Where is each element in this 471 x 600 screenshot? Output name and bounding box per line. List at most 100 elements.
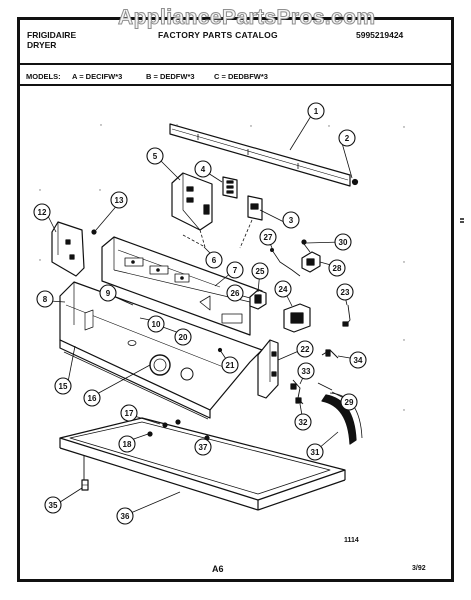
callout-number: 23: [341, 288, 350, 297]
part-clip-right: [321, 349, 339, 359]
part-back-panel: [169, 123, 351, 187]
product-type: DRYER: [27, 40, 57, 50]
page-number: A6: [212, 564, 224, 574]
catalog-part-number: 5995219424: [356, 30, 404, 40]
callout-33: 33: [297, 362, 315, 380]
part-terminal-block: [290, 379, 333, 405]
callout-7: 7: [226, 261, 244, 279]
callout-number: 37: [199, 443, 208, 452]
callout-4: 4: [194, 160, 212, 178]
revision-date: 3/92: [412, 565, 426, 572]
callout-layer: 1234567891012131516171820212223242526272…: [33, 102, 367, 525]
callout-number: 2: [345, 134, 350, 143]
callout-number: 27: [264, 233, 273, 242]
callout-1: 1: [307, 102, 325, 120]
callout-15: 15: [54, 377, 72, 395]
callout-2: 2: [338, 129, 356, 147]
callout-number: 10: [152, 320, 161, 329]
part-terminal: [342, 304, 351, 327]
callout-9: 9: [99, 284, 117, 302]
callout-number: 30: [339, 238, 348, 247]
callout-number: 15: [59, 382, 68, 391]
callout-number: 29: [345, 398, 354, 407]
part-screw: [351, 178, 359, 186]
part-cabinet-top: [59, 417, 346, 511]
catalog-title: FACTORY PARTS CATALOG: [158, 30, 278, 40]
callout-number: 35: [49, 501, 58, 510]
models-label: MODELS:: [26, 72, 61, 81]
page-frame: [17, 17, 454, 582]
callout-number: 12: [38, 208, 47, 217]
callout-number: 36: [121, 512, 130, 521]
edge-marks: [460, 218, 464, 223]
part-switch-housing: [171, 172, 213, 231]
callout-20: 20: [174, 328, 192, 346]
callout-36: 36: [116, 507, 134, 525]
part-side-bracket: [51, 221, 85, 277]
callout-number: 28: [333, 264, 342, 273]
watermark-text: AppliancePartsPros.com: [117, 6, 376, 30]
callout-number: 4: [201, 165, 206, 174]
callout-number: 3: [289, 216, 294, 225]
brand-name: FRIGIDAIRE: [27, 30, 77, 40]
callout-22: 22: [296, 340, 314, 358]
part-plug: [249, 289, 267, 310]
part-buzzer: [301, 239, 321, 273]
part-end-cap: [257, 339, 279, 399]
callout-3: 3: [282, 211, 300, 229]
callout-number: 18: [123, 440, 132, 449]
callout-number: 8: [43, 295, 48, 304]
callout-24: 24: [274, 280, 292, 298]
callout-5: 5: [146, 147, 164, 165]
figure-code: 1114: [344, 537, 359, 544]
part-foot: [81, 479, 89, 491]
callout-18: 18: [118, 435, 136, 453]
callout-6: 6: [205, 251, 223, 269]
callout-number: 9: [106, 289, 111, 298]
callout-number: 33: [302, 367, 311, 376]
callout-number: 22: [301, 345, 310, 354]
model-c: C = DEDBFW*3: [214, 72, 268, 81]
part-clip: [91, 229, 97, 235]
scan-speckles: [39, 124, 405, 411]
callout-23: 23: [336, 283, 354, 301]
callout-number: 5: [153, 152, 158, 161]
model-b: B = DEDFW*3: [146, 72, 195, 81]
callout-10: 10: [147, 315, 165, 333]
callout-34: 34: [349, 351, 367, 369]
callout-12: 12: [33, 203, 51, 221]
callout-number: 25: [256, 267, 265, 276]
part-switch-block: [222, 176, 238, 199]
model-a: A = DECIFW*3: [72, 72, 123, 81]
callout-number: 34: [354, 356, 363, 365]
callout-number: 20: [179, 333, 188, 342]
callout-8: 8: [36, 290, 54, 308]
callout-17: 17: [120, 404, 138, 422]
callout-number: 24: [279, 285, 288, 294]
callout-number: 6: [212, 256, 217, 265]
callout-32: 32: [294, 413, 312, 431]
part-wire: [269, 247, 301, 277]
part-timer: [283, 303, 311, 333]
callout-number: 13: [115, 196, 124, 205]
callout-35: 35: [44, 496, 62, 514]
callout-27: 27: [259, 228, 277, 246]
callout-number: 26: [231, 289, 240, 298]
header-rule-top: [20, 63, 451, 65]
callout-number: 16: [88, 394, 97, 403]
callout-number: 21: [226, 361, 235, 370]
callout-16: 16: [83, 389, 101, 407]
callout-number: 31: [311, 448, 320, 457]
callout-29: 29: [340, 393, 358, 411]
callout-number: 17: [125, 409, 134, 418]
callout-26: 26: [226, 284, 244, 302]
part-switch-small: [247, 195, 263, 221]
part-trim-strip: [59, 339, 211, 420]
callout-28: 28: [328, 259, 346, 277]
callout-number: 7: [233, 266, 238, 275]
callout-number: 32: [299, 418, 308, 427]
callout-37: 37: [194, 438, 212, 456]
callout-30: 30: [334, 233, 352, 251]
callout-number: 1: [314, 107, 319, 116]
